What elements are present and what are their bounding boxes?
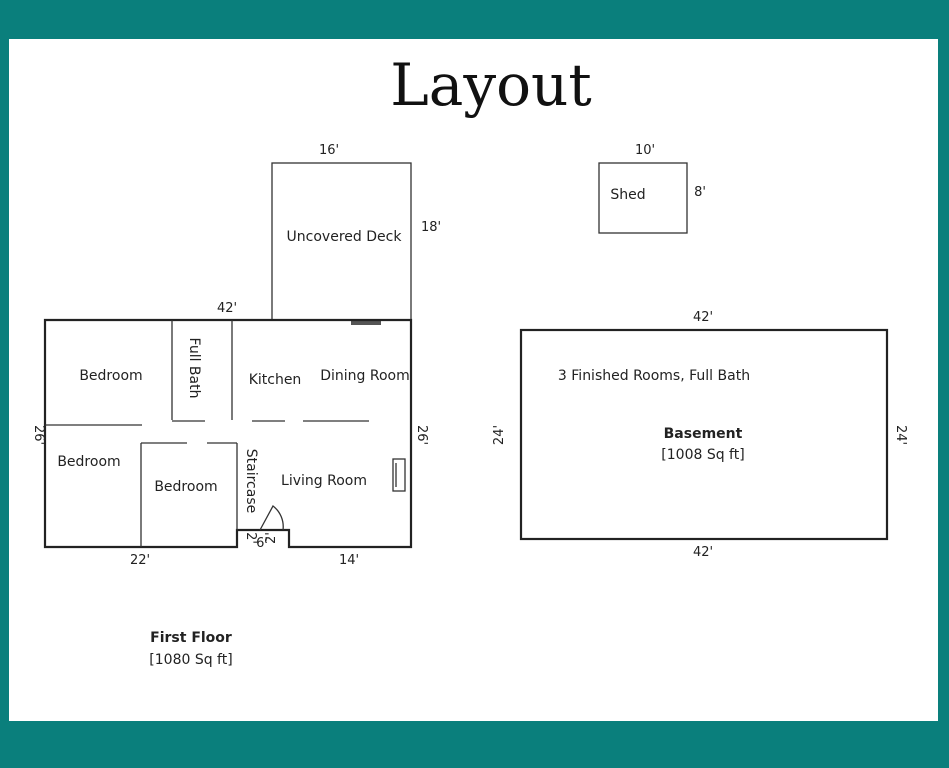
basement-bottom-dim: 42' bbox=[693, 545, 713, 560]
first-floor-outline bbox=[43, 318, 413, 549]
basement-right-dim: 24' bbox=[893, 425, 908, 445]
shed-outline bbox=[598, 162, 688, 234]
ff-bottom-left-dim: 22' bbox=[130, 553, 150, 568]
deck-label: Uncovered Deck bbox=[287, 229, 403, 245]
page-title: Layout bbox=[390, 51, 591, 119]
basement-left-dim: 24' bbox=[492, 425, 507, 445]
floor-plan-panel: Layout Uncovered Deck 16' 18' Bedroom Be… bbox=[9, 39, 938, 721]
basement-top-dim: 42' bbox=[693, 310, 713, 325]
ff-bottom-right-dim: 14' bbox=[339, 553, 359, 568]
ff-right-dim: 26' bbox=[414, 425, 429, 445]
door-swing bbox=[259, 505, 284, 531]
room-staircase: Staircase bbox=[243, 449, 259, 513]
room-bedroom-1: Bedroom bbox=[79, 368, 142, 384]
room-full-bath: Full Bath bbox=[186, 338, 202, 399]
ff-stair-depth-dim-left: 2' bbox=[243, 532, 258, 544]
first-floor-area: [1080 Sq ft] bbox=[149, 652, 232, 668]
basement-outline bbox=[519, 328, 889, 541]
ff-stair-depth-dim-right: 2' bbox=[264, 532, 279, 544]
deck-door bbox=[351, 320, 381, 325]
ff-top-dim: 42' bbox=[217, 301, 237, 316]
floor-plan-diagram: Layout Uncovered Deck 16' 18' Bedroom Be… bbox=[31, 51, 908, 668]
basement-note: 3 Finished Rooms, Full Bath bbox=[558, 368, 750, 384]
deck-depth-dim: 18' bbox=[421, 220, 441, 235]
ff-stair-width-dim: 6' bbox=[256, 536, 268, 551]
room-kitchen: Kitchen bbox=[249, 372, 302, 388]
shed-depth-dim: 8' bbox=[694, 185, 706, 200]
shed-width-dim: 10' bbox=[635, 143, 655, 158]
room-bedroom-3: Bedroom bbox=[154, 479, 217, 495]
basement-label: Basement bbox=[664, 426, 743, 442]
fireplace bbox=[392, 458, 406, 492]
deck-width-dim: 16' bbox=[319, 143, 339, 158]
first-floor-caption: First Floor bbox=[150, 630, 232, 646]
room-dining-room: Dining Room bbox=[320, 368, 410, 384]
ff-left-dim: 26' bbox=[31, 425, 46, 445]
room-bedroom-2: Bedroom bbox=[57, 454, 120, 470]
shed-label: Shed bbox=[610, 187, 645, 203]
room-living-room: Living Room bbox=[281, 473, 367, 489]
basement-area: [1008 Sq ft] bbox=[661, 447, 744, 463]
